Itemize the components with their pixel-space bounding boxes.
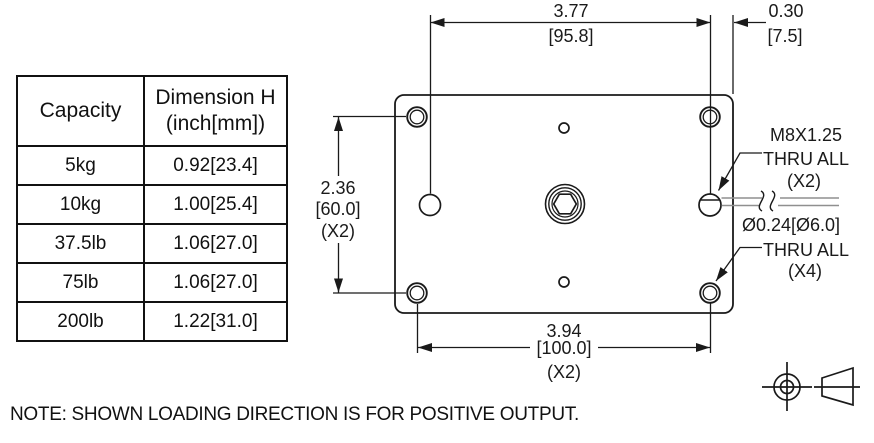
center-hub <box>544 183 586 225</box>
dimension-h-cell: 1.00[25.4] <box>143 184 288 225</box>
table-header-row: Capacity Dimension H (inch[mm]) <box>16 75 288 147</box>
dim-bottom-count: (X2) <box>547 362 581 382</box>
pilot-hole-bottom <box>558 276 570 288</box>
table-row: 10kg 1.00[25.4] <box>16 184 288 225</box>
dim-bottom-mm: [100.0] <box>536 338 591 358</box>
plate-top-view <box>394 94 734 314</box>
dimension-labels: 3.77 [95.8] 0.30 [7.5] 2.36 [60.0] (X2) … <box>315 1 849 382</box>
hole-callout-thru: THRU ALL <box>763 240 849 260</box>
table-row: 5kg 0.92[23.4] <box>16 145 288 186</box>
dim-left-height <box>333 115 406 294</box>
capacity-cell: 37.5lb <box>16 223 145 264</box>
corner-hole-top-left <box>406 106 428 128</box>
dim-offset-inch: 0.30 <box>768 1 803 21</box>
hole-callout-leader <box>715 246 762 282</box>
corner-hole-bottom-right <box>699 282 721 304</box>
hole-callout-dia: Ø0.24[Ø6.0] <box>742 215 840 235</box>
capacity-cell: 10kg <box>16 184 145 225</box>
dim-bottom-width <box>416 303 712 353</box>
shaft-break-icon <box>758 190 776 212</box>
dim-left-mm: [60.0] <box>315 199 360 219</box>
loading-shaft <box>721 190 839 212</box>
header-dimension-h: Dimension H (inch[mm]) <box>143 75 288 147</box>
header-dimension-h-line2: (inch[mm]) <box>165 112 266 135</box>
thread-callout-thru: THRU ALL <box>763 149 849 169</box>
plate-outline <box>394 94 734 314</box>
header-capacity: Capacity <box>16 75 145 147</box>
dimension-h-cell: 1.06[27.0] <box>143 223 288 264</box>
dimensions <box>333 15 766 353</box>
dim-left-inch: 2.36 <box>320 178 355 198</box>
corner-hole-bottom-left <box>406 282 428 304</box>
dim-bottom-inch: 3.94 <box>546 321 581 341</box>
dim-top-mm: [95.8] <box>548 26 593 46</box>
dim-top-width <box>429 15 712 194</box>
dimension-h-cell: 1.22[31.0] <box>143 301 288 342</box>
third-angle-projection-icon <box>762 362 860 411</box>
capacity-cell: 5kg <box>16 145 145 186</box>
dim-left-count: (X2) <box>321 221 355 241</box>
header-dimension-h-line1: Dimension H <box>155 85 276 109</box>
dimension-h-cell: 1.06[27.0] <box>143 262 288 303</box>
hole-callout-count: (X4) <box>788 261 822 281</box>
thread-callout-count: (X2) <box>787 171 821 191</box>
capacity-table: Capacity Dimension H (inch[mm]) 5kg 0.92… <box>16 75 288 342</box>
table-row: 200lb 1.22[31.0] <box>16 301 288 342</box>
thread-callout-spec: M8X1.25 <box>770 125 842 145</box>
table-row: 37.5lb 1.06[27.0] <box>16 223 288 264</box>
note-text: NOTE: SHOWN LOADING DIRECTION IS FOR POS… <box>10 404 579 425</box>
dim-top-inch: 3.77 <box>553 1 588 21</box>
dim-offset-mm: [7.5] <box>767 26 802 46</box>
hex-socket <box>552 193 578 215</box>
dim-edge-offset <box>732 15 766 94</box>
table-row: 75lb 1.06[27.0] <box>16 262 288 303</box>
thread-hole-left <box>418 193 442 217</box>
dimension-h-cell: 0.92[23.4] <box>143 145 288 186</box>
capacity-cell: 200lb <box>16 301 145 342</box>
thread-callout-leader <box>717 152 762 191</box>
thread-hole-right-with-screw <box>698 193 722 217</box>
pilot-hole-top <box>558 122 570 134</box>
capacity-cell: 75lb <box>16 262 145 303</box>
